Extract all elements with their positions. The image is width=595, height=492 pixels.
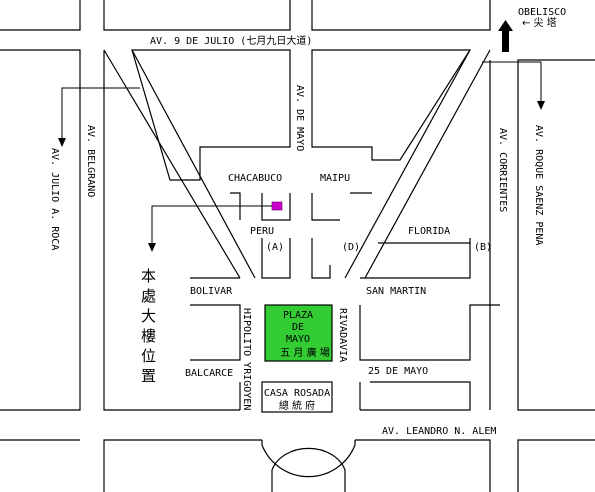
block-bottom-far-right xyxy=(517,439,595,492)
roque-pointer-line xyxy=(482,61,542,103)
block-top-left xyxy=(103,0,291,31)
roque-pointer-arrowhead xyxy=(537,101,545,110)
obelisco-label: OBELISCO xyxy=(518,7,566,18)
plaza-de-mayo xyxy=(264,304,333,362)
block-rivadavia-east xyxy=(359,304,500,361)
plaza-label-cn: 五 月 廣 場 xyxy=(280,346,330,359)
block-peru-mid xyxy=(311,238,331,279)
obelisco-arrow-shaft xyxy=(502,30,509,52)
block-chacabuco-left xyxy=(230,192,241,220)
block-peru-left xyxy=(261,238,291,279)
casa-rosada-label-cn: 總 統 府 xyxy=(279,399,315,412)
street-peru: PERU xyxy=(250,226,274,237)
street-san-martin: SAN MARTIN xyxy=(366,286,426,297)
street-av-roque-saenz-pena: AV. ROQUE SAENZ PENA xyxy=(533,125,544,245)
plaza-label-3: MAYO xyxy=(286,334,310,345)
street-chacabuco: CHACABUCO xyxy=(228,173,282,184)
casa-rosada-label: CASA ROSADA xyxy=(264,388,330,399)
street-av-9-de-julio: AV. 9 DE JULIO (七月九日大道) xyxy=(150,34,312,47)
diagonal-right-edge-a xyxy=(344,49,471,279)
office-marker xyxy=(271,201,283,211)
block-north-west xyxy=(131,49,291,181)
block-bottom-right xyxy=(355,439,491,492)
street-florida: FLORIDA xyxy=(408,226,450,237)
office-pointer-line xyxy=(151,205,272,245)
casa-rosada-block xyxy=(261,381,333,413)
obelisco-label-cn: ← 尖 塔 xyxy=(522,16,557,29)
diagonal-left-edge-b xyxy=(131,49,256,279)
street-balcarce: BALCARCE xyxy=(185,368,233,379)
diagonal-right-edge-b xyxy=(364,49,491,279)
street-av-julio-a-roca: AV. JULIO A. ROCA xyxy=(49,148,60,250)
block-south-east-long xyxy=(360,381,471,411)
office-location-label: 本處大樓位置 xyxy=(139,268,157,388)
marker-d: (D) xyxy=(342,242,360,253)
block-left-column xyxy=(0,49,81,411)
street-av-de-mayo: AV. DE MAYO xyxy=(294,85,305,151)
street-25-de-mayo: 25 DE MAYO xyxy=(368,366,428,377)
belgrano-pointer-line xyxy=(61,87,140,140)
street-maipu: MAIPU xyxy=(320,173,350,184)
office-pointer-arrowhead xyxy=(148,243,156,252)
plaza-label-2: DE xyxy=(292,322,304,333)
obelisco-arrow-head xyxy=(498,20,513,31)
marker-b: (B) xyxy=(474,242,492,253)
block-top-middle xyxy=(311,0,491,31)
marker-a: (A) xyxy=(266,242,284,253)
block-maipu-mid xyxy=(311,193,340,221)
block-left-strip xyxy=(103,50,240,411)
roundabout-arc xyxy=(261,440,356,478)
block-east-column xyxy=(517,59,595,411)
plaza-label-1: PLAZA xyxy=(283,310,313,321)
street-rivadavia: RIVADAVIA xyxy=(337,308,348,362)
block-yrigoyen-west xyxy=(190,304,241,361)
street-bolivar: BOLIVAR xyxy=(190,286,233,297)
street-av-corrientes: AV. CORRIENTES xyxy=(497,128,508,212)
street-av-belgrano: AV. BELGRANO xyxy=(85,125,96,197)
street-av-leandro-n-alem: AV. LEANDRO N. ALEM xyxy=(382,426,496,437)
block-bottom-left xyxy=(103,439,262,492)
roundabout-inner-arc xyxy=(271,447,346,492)
block-sanmartin-east xyxy=(360,243,471,279)
street-hipolito-yrigoyen: HIPOLITO YRIGOYEN xyxy=(241,308,252,410)
block-top-far-left xyxy=(0,0,81,31)
belgrano-pointer-arrowhead xyxy=(58,138,66,147)
